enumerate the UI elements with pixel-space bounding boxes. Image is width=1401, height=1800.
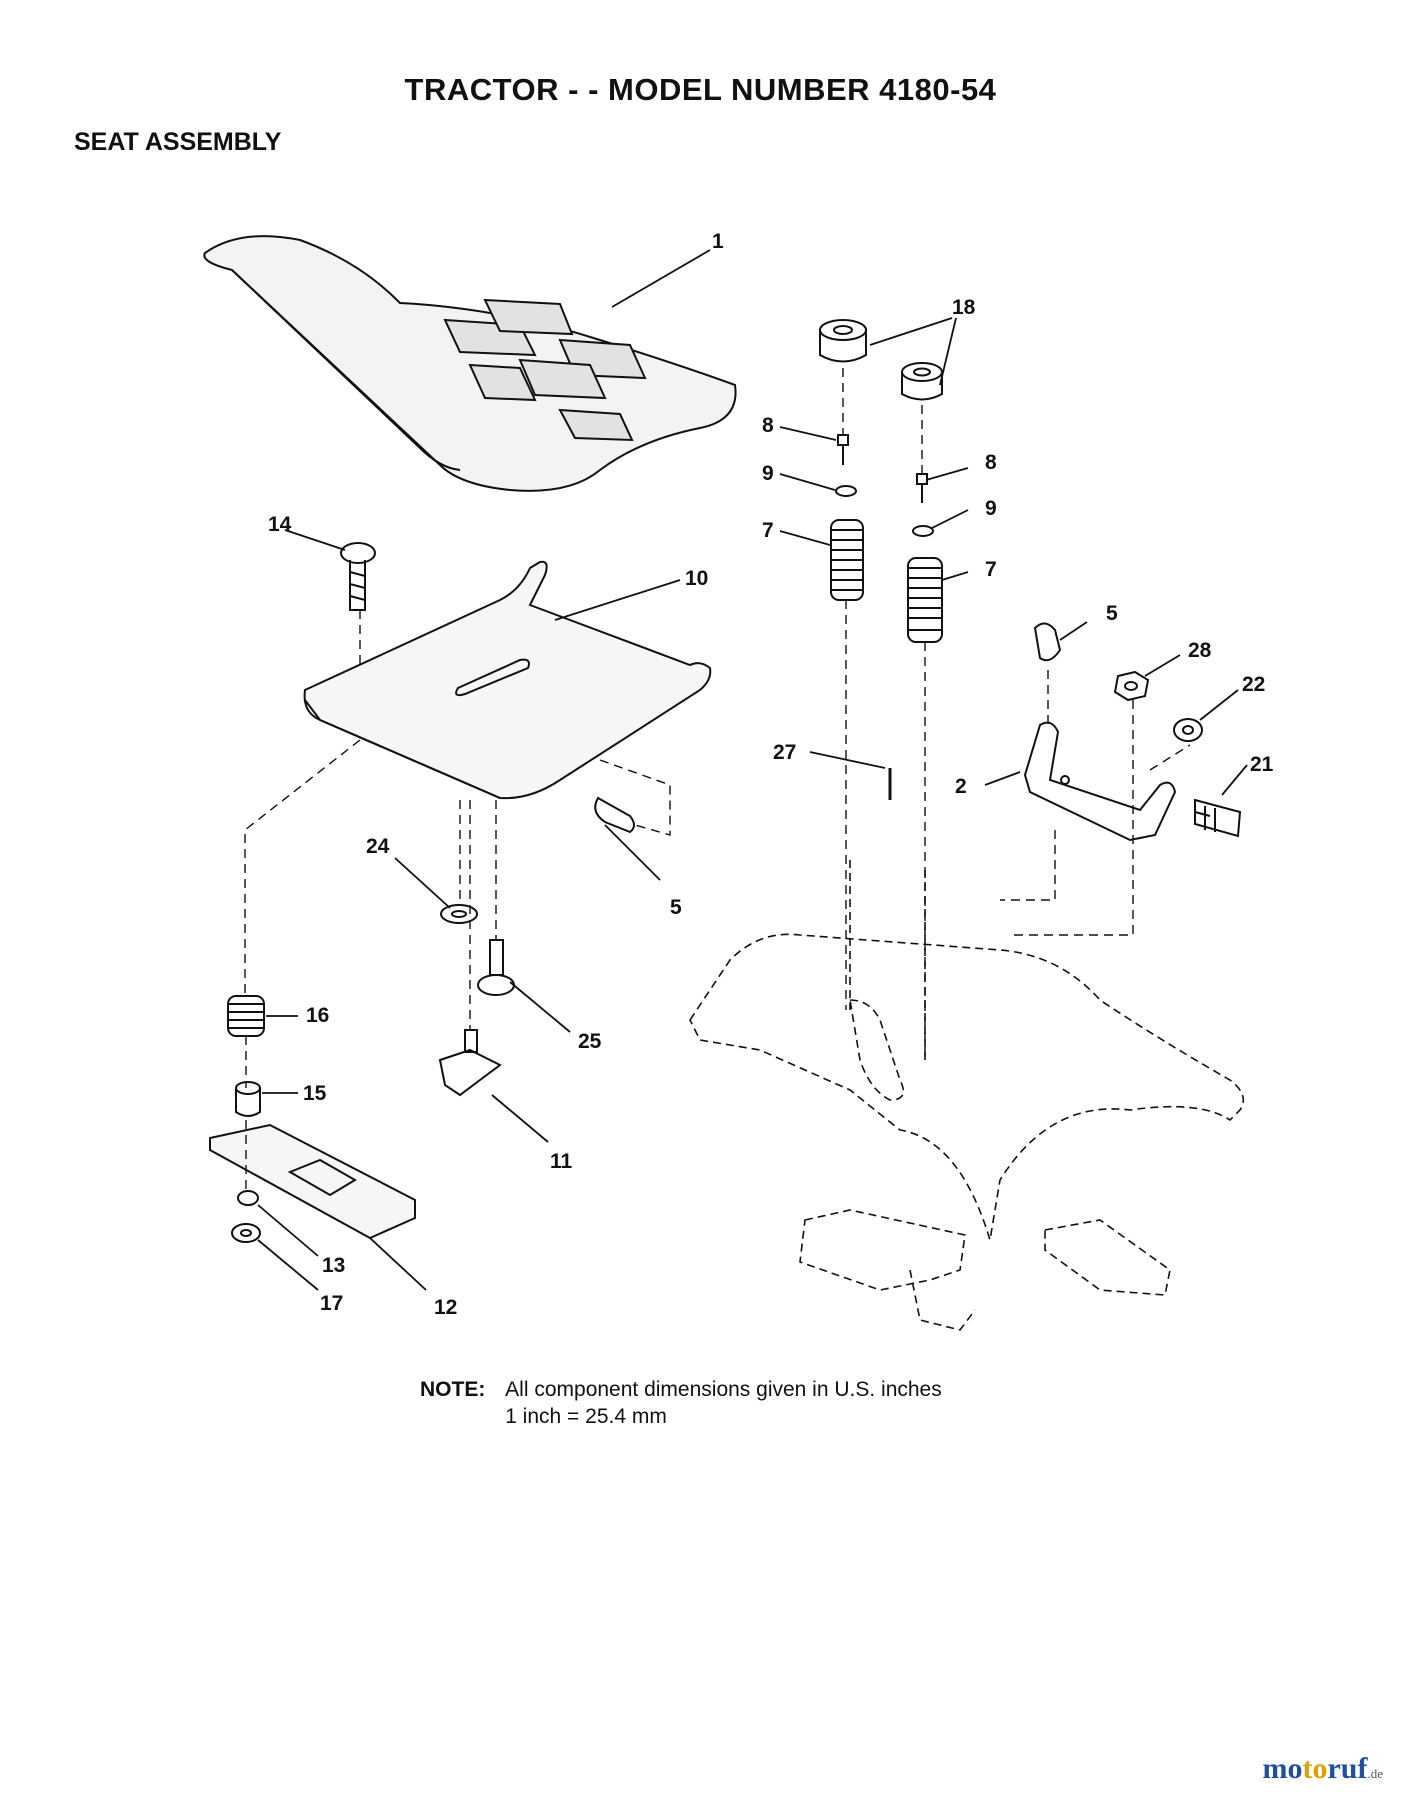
washer-part-9 (835, 485, 934, 537)
callout-11: 11 (550, 1150, 573, 1173)
callout-9-left: 9 (762, 462, 774, 485)
tractor-frame (689, 860, 1245, 1331)
callout-labels: 1 18 8 8 9 9 7 7 14 10 5 28 22 27 2 21 2… (268, 230, 1274, 1319)
bolt-part-25 (477, 939, 515, 996)
page-title: TRACTOR - - MODEL NUMBER 4180-54 (404, 72, 997, 107)
spring-part-7 (830, 519, 943, 643)
note-text: All component dimensions given in U.S. i… (505, 1376, 942, 1430)
callout-5-bottom: 5 (670, 896, 682, 919)
callout-1: 1 (712, 230, 724, 253)
callout-8-right: 8 (985, 451, 997, 474)
callout-21: 21 (1250, 753, 1274, 776)
knob-part-11 (438, 1029, 502, 1097)
callout-22: 22 (1242, 673, 1265, 696)
callout-7-right: 7 (985, 558, 997, 581)
seat-pan-part-10 (303, 560, 712, 800)
callout-2: 2 (955, 775, 967, 798)
callout-27: 27 (773, 741, 796, 764)
dimension-note: NOTE: All component dimensions given in … (420, 1376, 942, 1430)
callout-14: 14 (268, 513, 292, 536)
clip-part-5 (594, 622, 1062, 834)
washer-part-22 (1173, 718, 1203, 742)
leader-lines (257, 249, 1248, 1291)
seat-part-1 (203, 235, 737, 492)
washer-part-17 (231, 1223, 261, 1243)
nut-part-13 (237, 1190, 259, 1206)
callout-18: 18 (952, 296, 976, 319)
watermark-to: to (1302, 1752, 1328, 1785)
callout-5-top: 5 (1106, 602, 1118, 625)
section-title: SEAT ASSEMBLY (74, 128, 282, 156)
callout-24: 24 (366, 835, 390, 858)
spring-part-16 (227, 995, 265, 1037)
callout-10: 10 (685, 567, 708, 590)
motoruf-watermark: motoruf.de (1262, 1752, 1383, 1786)
callout-13: 13 (322, 1254, 345, 1277)
callout-8-left: 8 (762, 414, 774, 437)
note-label: NOTE: (420, 1378, 486, 1401)
callout-9-right: 9 (985, 497, 997, 520)
note-line-1: All component dimensions given in U.S. i… (505, 1378, 942, 1401)
callout-7-left: 7 (762, 519, 774, 542)
callout-17: 17 (320, 1292, 343, 1315)
watermark-ruf: ruf (1327, 1752, 1368, 1785)
explosion-lines (244, 368, 1191, 1190)
spacer-part-18 (819, 319, 943, 401)
plate-part-12 (209, 1123, 416, 1240)
callout-28: 28 (1188, 639, 1212, 662)
washer-part-24 (440, 904, 478, 924)
bolt-part-14 (340, 542, 376, 611)
callout-25: 25 (578, 1030, 602, 1053)
note-line-2: 1 inch = 25.4 mm (505, 1405, 667, 1428)
watermark-tld: .de (1367, 1766, 1383, 1781)
callout-12: 12 (434, 1296, 457, 1319)
bolt-part-21 (1194, 798, 1242, 838)
bracket-part-2 (1023, 721, 1177, 842)
bushing-part-15 (235, 1081, 261, 1117)
watermark-mo: mo (1262, 1752, 1303, 1785)
callout-16: 16 (306, 1004, 329, 1027)
callout-15: 15 (303, 1082, 327, 1105)
nut-part-28 (1113, 670, 1150, 702)
